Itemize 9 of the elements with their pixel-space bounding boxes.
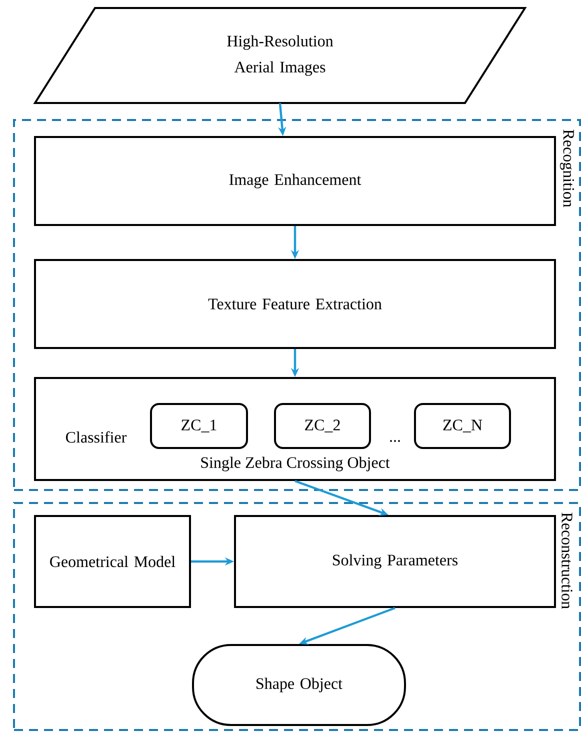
terminal-box: Shape Object	[192, 644, 406, 726]
class-box: ZC_2	[274, 403, 371, 449]
ellipsis-label: ...	[390, 440, 400, 442]
process-box: Geometrical Model	[34, 515, 191, 608]
process-box: Texture Feature Extraction	[34, 259, 556, 349]
process-box: Solving Parameters	[234, 515, 556, 608]
class-box: ZC_1	[150, 403, 248, 449]
class-box: ZC_N	[414, 403, 511, 449]
process-box: Image Enhancement	[34, 136, 556, 226]
